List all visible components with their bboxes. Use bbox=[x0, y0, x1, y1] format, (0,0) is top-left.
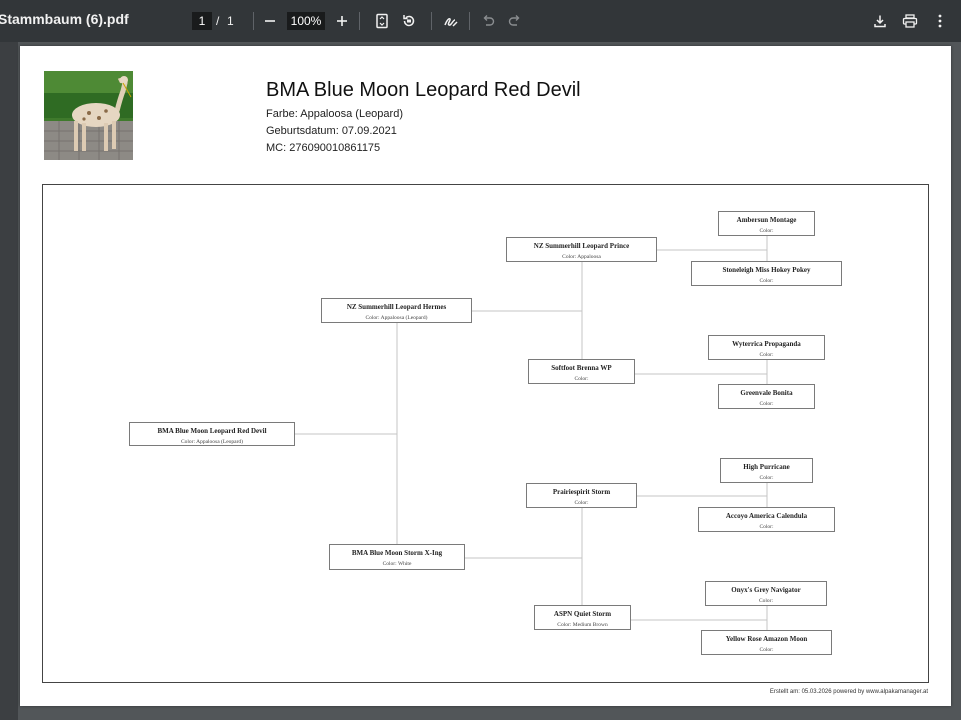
animal-microchip-line: MC: 276090010861175 bbox=[266, 142, 381, 154]
download-icon bbox=[874, 15, 886, 28]
print-icon bbox=[902, 14, 918, 28]
more-icon bbox=[938, 14, 942, 28]
pedigree-node-ss-dam: Stoneleigh Miss Hokey Pokey Color: bbox=[691, 261, 842, 286]
zoom-level-input[interactable]: 100% bbox=[287, 12, 325, 30]
alpaca-photo bbox=[44, 71, 133, 160]
sidebar-strip bbox=[0, 42, 18, 720]
total-pages: 1 bbox=[227, 14, 234, 28]
pedigree-node-sire: NZ Summerhill Leopard Hermes Color: Appa… bbox=[321, 298, 472, 323]
pedigree-node-dam-dam: ASPN Quiet Storm Color: Medium Brown bbox=[534, 605, 631, 630]
pedigree-node-sd-sire: Wyterrica Propaganda Color: bbox=[708, 335, 825, 360]
toolbar-divider bbox=[253, 12, 254, 30]
redo-icon bbox=[508, 15, 520, 26]
undo-icon bbox=[483, 15, 495, 26]
pedigree-node-dd-dam: Yellow Rose Amazon Moon Color: bbox=[701, 630, 832, 655]
pedigree-node-ds-dam: Accoyo America Calendula Color: bbox=[698, 507, 835, 532]
pedigree-node-subject: BMA Blue Moon Leopard Red Devil Color: A… bbox=[129, 422, 295, 446]
page-separator: / bbox=[216, 14, 220, 28]
page-number-input[interactable]: 1 bbox=[192, 12, 212, 30]
minus-icon bbox=[265, 20, 275, 22]
pedigree-node-sire-sire: NZ Summerhill Leopard Prince Color: Appa… bbox=[506, 237, 657, 262]
annotate-button[interactable] bbox=[439, 9, 463, 33]
pedigree-chart: BMA Blue Moon Leopard Red Devil Color: A… bbox=[42, 184, 929, 683]
toolbar-divider bbox=[359, 12, 360, 30]
pedigree-node-ss-sire: Ambersun Montage Color: bbox=[718, 211, 815, 236]
zoom-in-button[interactable] bbox=[330, 9, 354, 33]
page-fit-icon bbox=[376, 13, 388, 29]
pedigree-node-dd-sire: Onyx's Grey Navigator Color: bbox=[705, 581, 827, 606]
animal-color-line: Farbe: Appaloosa (Leopard) bbox=[266, 108, 403, 120]
zoom-out-button[interactable] bbox=[258, 9, 282, 33]
animal-title: BMA Blue Moon Leopard Red Devil bbox=[266, 79, 581, 101]
animal-birthdate-line: Geburtsdatum: 07.09.2021 bbox=[266, 125, 397, 137]
rotate-button[interactable] bbox=[397, 9, 421, 33]
pedigree-node-dam-sire: Prairiespirit Storm Color: bbox=[526, 483, 637, 508]
toolbar-divider bbox=[469, 12, 470, 30]
pedigree-node-sd-dam: Greenvale Bonita Color: bbox=[718, 384, 815, 409]
toolbar-divider bbox=[431, 12, 432, 30]
annotate-icon bbox=[444, 18, 458, 27]
print-button[interactable] bbox=[898, 9, 922, 33]
pedigree-node-dam: BMA Blue Moon Storm X-Ing Color: White bbox=[329, 544, 465, 570]
page-footer: Erstellt am: 05.03.2026 powered by www.a… bbox=[769, 689, 928, 695]
rotate-icon bbox=[403, 15, 415, 27]
fit-to-page-button[interactable] bbox=[370, 9, 394, 33]
pdf-page: BMA Blue Moon Leopard Red Devil Farbe: A… bbox=[20, 46, 951, 706]
redo-button[interactable] bbox=[503, 9, 527, 33]
document-viewer[interactable]: BMA Blue Moon Leopard Red Devil Farbe: A… bbox=[0, 42, 961, 720]
plus-icon bbox=[337, 16, 347, 26]
undo-button[interactable] bbox=[476, 9, 500, 33]
download-button[interactable] bbox=[868, 9, 892, 33]
pedigree-node-ds-sire: High Purricane Color: bbox=[720, 458, 813, 483]
more-actions-button[interactable] bbox=[928, 9, 952, 33]
pdf-toolbar: Stammbaum (6).pdf 1 / 1 100% bbox=[0, 0, 961, 42]
pedigree-node-sire-dam: Softfoot Brenna WP Color: bbox=[528, 359, 635, 384]
document-filename: Stammbaum (6).pdf bbox=[0, 11, 129, 27]
